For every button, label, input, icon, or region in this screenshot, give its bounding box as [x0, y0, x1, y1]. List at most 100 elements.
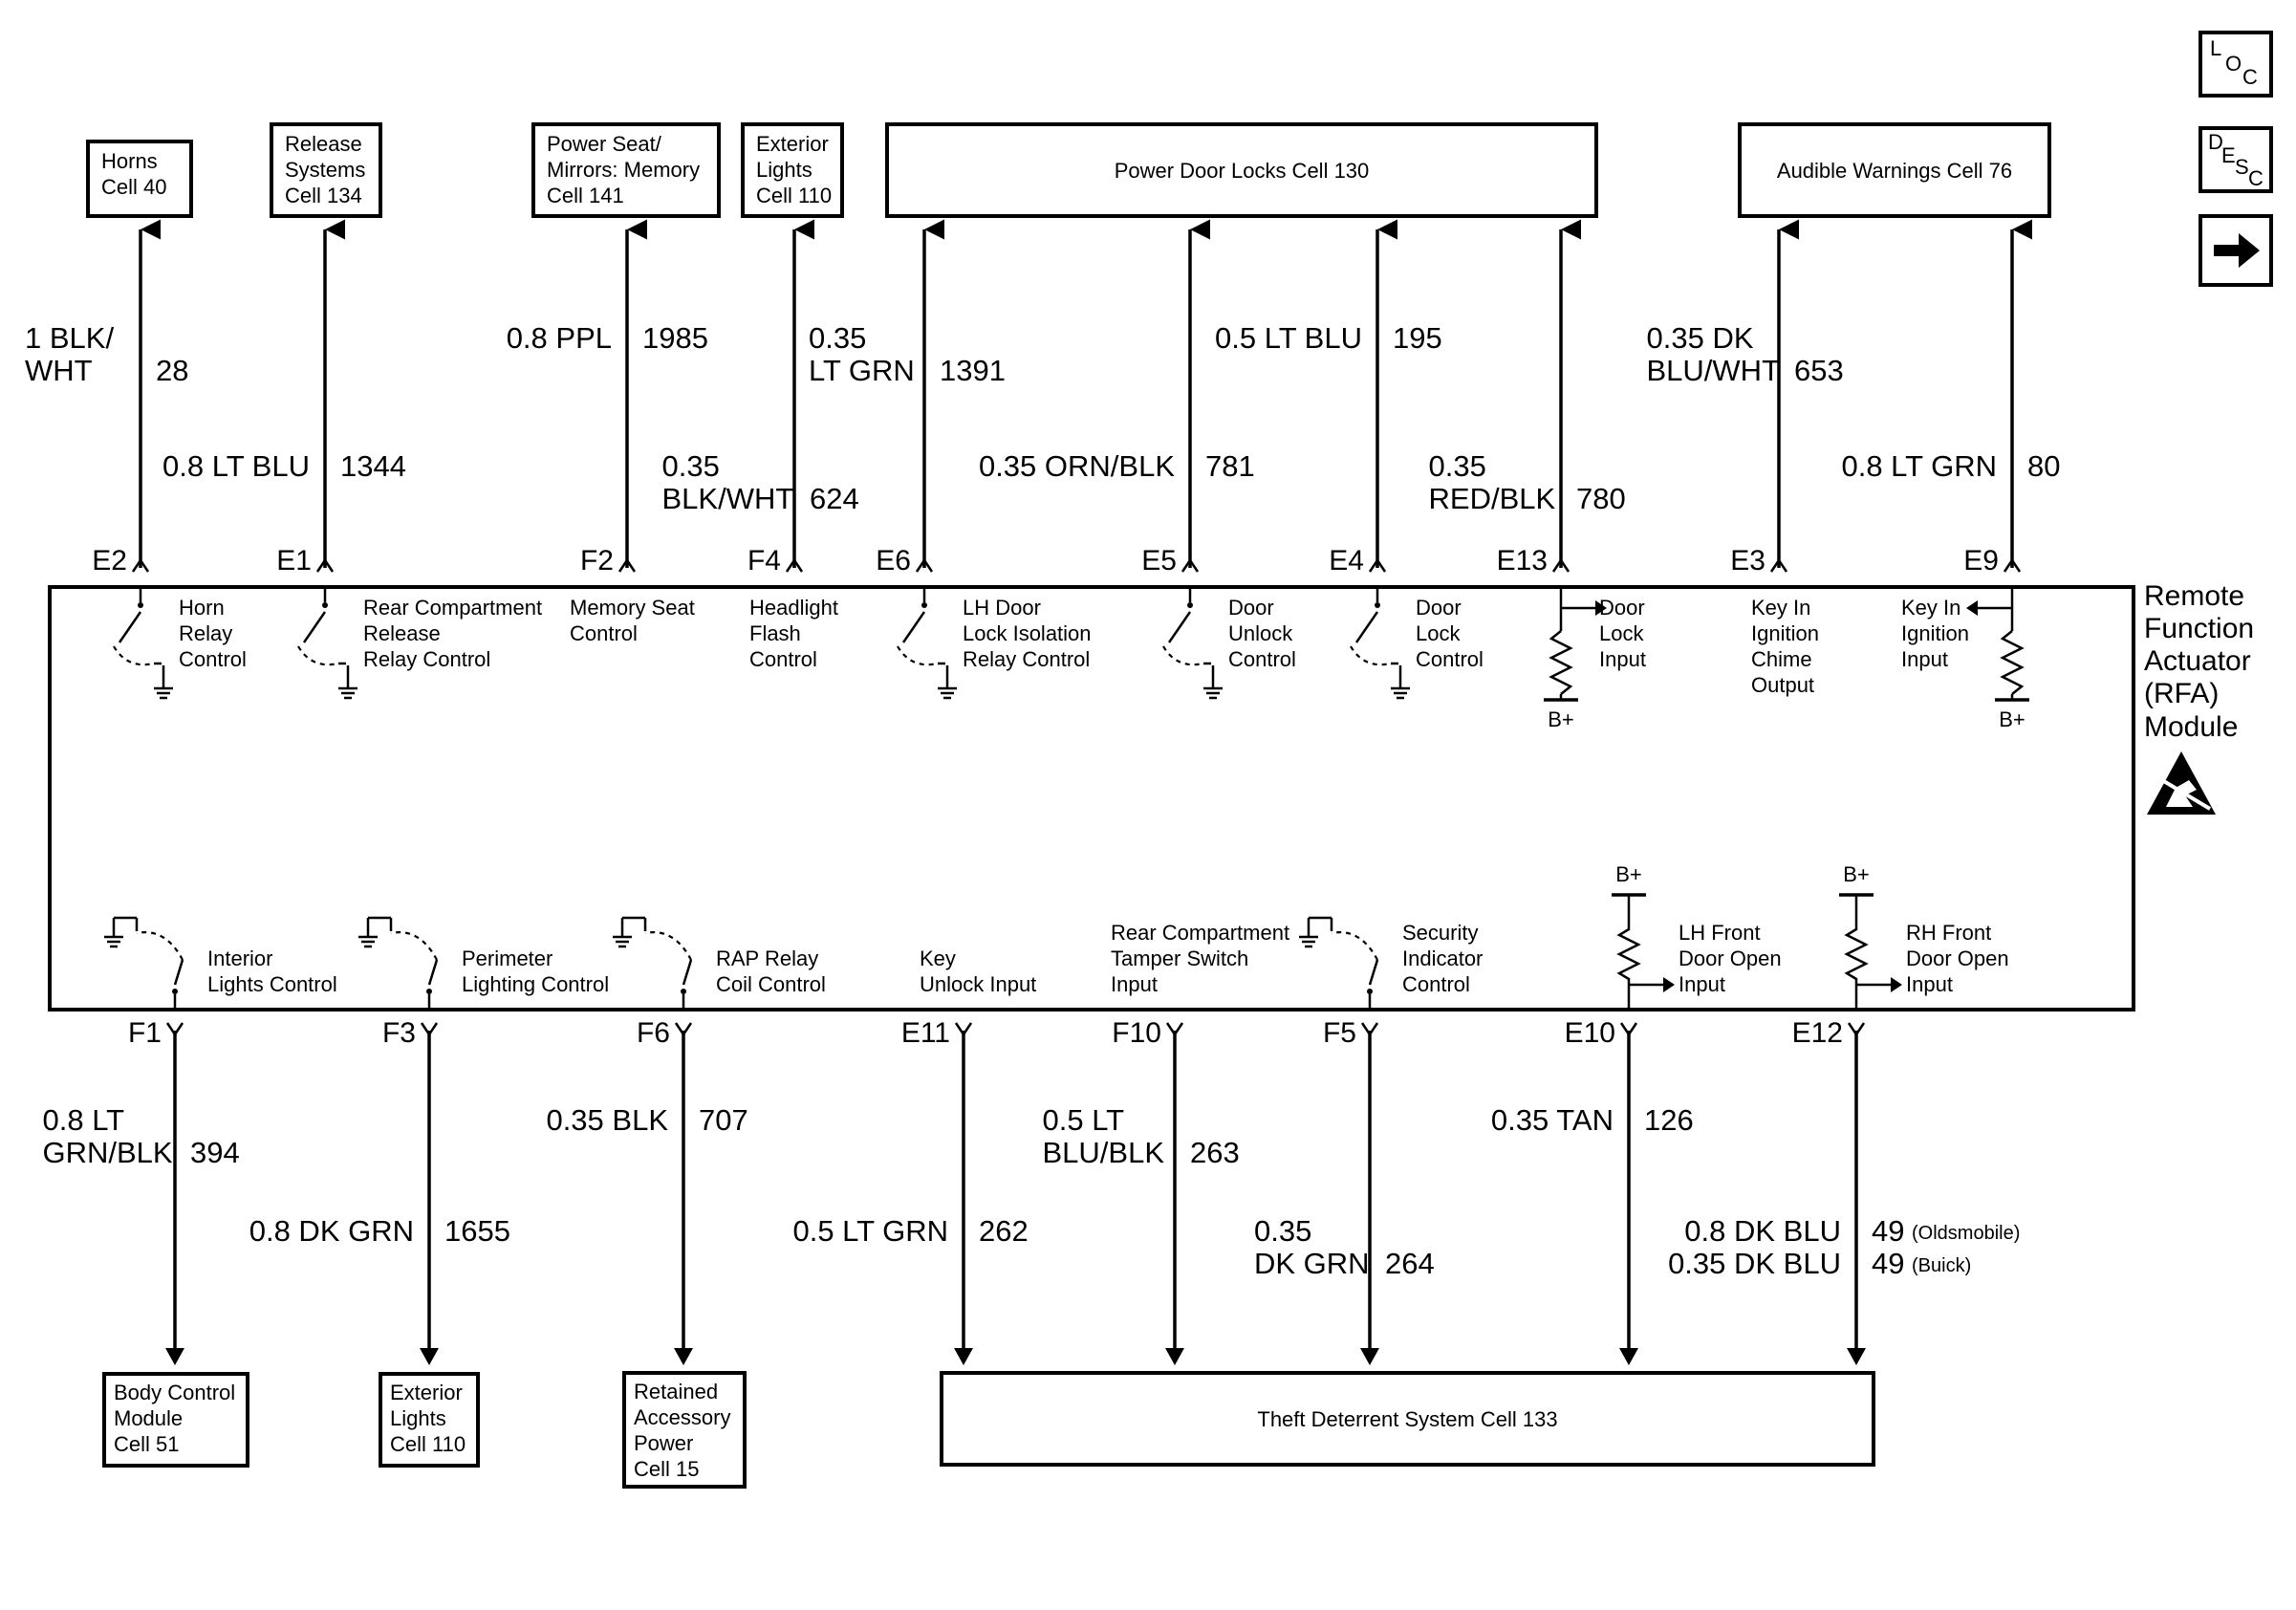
connector-symbol [1180, 557, 1200, 573]
contact-point [322, 602, 328, 608]
switch-blade [1167, 611, 1192, 643]
box-label: Accessory [634, 1405, 730, 1429]
component-label: Rear Compartment [363, 596, 542, 620]
wire-color: 0.8 DK BLU [1684, 1214, 1841, 1248]
connector-symbol [785, 557, 804, 573]
arrow-shape [2214, 233, 2260, 268]
connector-symbol [420, 1022, 439, 1037]
component-label: Output [1751, 673, 1814, 697]
mechanical-link [1162, 645, 1204, 666]
wire-color: GRN/BLK [43, 1136, 173, 1169]
pin-label: F6 [637, 1017, 670, 1049]
wire-color: 0.35 DK [1647, 321, 1754, 355]
contact-point [1375, 602, 1380, 608]
box-label: Cell 141 [547, 184, 624, 207]
pin-label: E6 [876, 545, 911, 577]
arrowhead [420, 1348, 439, 1365]
wire-color: 0.5 LT [1043, 1103, 1125, 1137]
box-theft-deterrent[interactable]: Theft Deterrent System Cell 133 [940, 1371, 1875, 1467]
box-audible-warnings[interactable]: Audible Warnings Cell 76 [1738, 122, 2051, 218]
supply-label: B+ [1548, 707, 1574, 731]
component-label: Key [920, 946, 956, 970]
component-label: Coil Control [716, 972, 826, 996]
component-label: Release [363, 621, 441, 645]
box-label: Mirrors: Memory [547, 158, 700, 182]
box-label: Power Door Locks Cell 130 [1115, 159, 1370, 183]
icon-glyph: C [2248, 166, 2264, 190]
module-name-line: Module [2144, 711, 2238, 743]
circuit-number: 264 [1385, 1247, 1435, 1280]
box-label: Cell 134 [285, 184, 362, 207]
signal-arrow [1891, 977, 1902, 992]
esd-warning-icon [2147, 751, 2216, 815]
arrowhead [1360, 1348, 1379, 1365]
supply-label: B+ [1615, 862, 1642, 886]
connector-symbol [1368, 557, 1387, 573]
box-power-door-locks[interactable]: Power Door Locks Cell 130 [885, 122, 1598, 218]
pin-label: E2 [92, 545, 127, 577]
pin-label: F3 [382, 1017, 416, 1049]
contact-point [681, 989, 686, 994]
arrowhead [165, 1348, 184, 1365]
circuit-number: 263 [1190, 1136, 1240, 1169]
circuit-number: 80 [2027, 449, 2060, 483]
connector-symbol [1847, 1022, 1866, 1037]
component-label: Door [1416, 596, 1462, 620]
connector-symbol [315, 557, 335, 573]
next-arrow-icon[interactable] [2199, 214, 2273, 287]
loc-icon[interactable]: LOC [2199, 31, 2273, 98]
icon-glyph: L [2210, 36, 2221, 60]
component-label: Input [1111, 972, 1158, 996]
component-label: Door [1599, 596, 1645, 620]
resistor-icon [1549, 630, 1573, 695]
wire-color: LT GRN [809, 354, 915, 387]
circuit-note: (Buick) [1912, 1255, 1971, 1276]
switch-blade [901, 611, 926, 643]
box-label: Systems [285, 158, 365, 182]
box-frame [102, 1372, 249, 1468]
component-label: LH Door [963, 596, 1041, 620]
icon-glyph: C [2242, 65, 2258, 89]
pin-label: E5 [1141, 545, 1177, 577]
box-frame [86, 140, 193, 218]
component-label: Door Open [1679, 946, 1782, 970]
wire-color: RED/BLK [1429, 482, 1556, 515]
pin-label: F10 [1112, 1017, 1161, 1049]
component-label: Lock [1599, 621, 1644, 645]
connector-symbol [2003, 557, 2022, 573]
switch-blade [1354, 611, 1379, 643]
component-label: Control [749, 647, 817, 671]
component-label: Input [1679, 972, 1725, 996]
